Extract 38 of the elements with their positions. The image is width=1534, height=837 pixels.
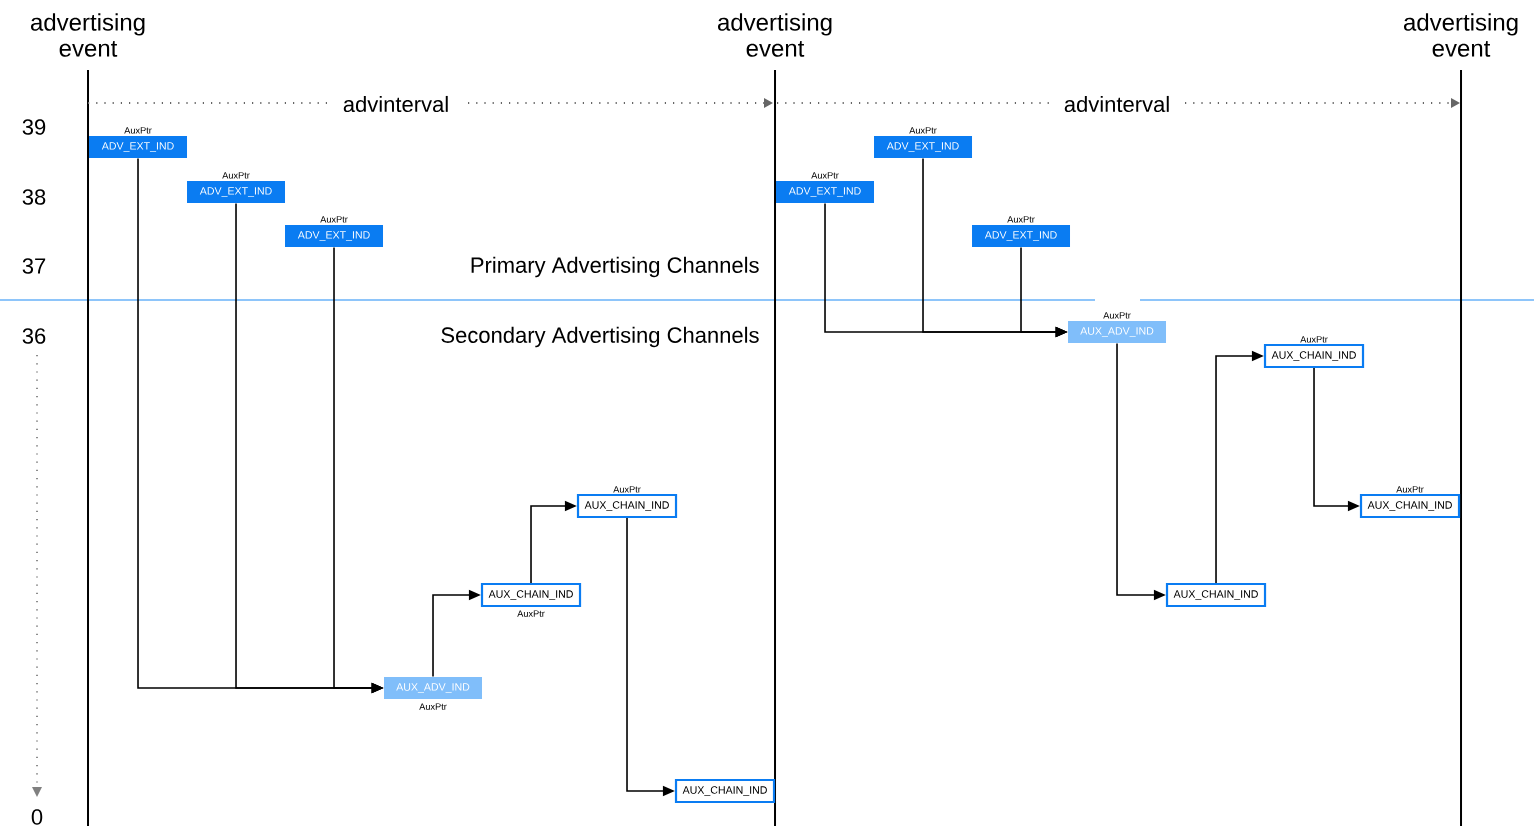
pointer-label: AuxPtr bbox=[1396, 486, 1424, 493]
channel-number: 38 bbox=[22, 189, 46, 205]
interval-label: advinterval bbox=[343, 95, 448, 113]
section-label: Secondary Advertising Channels bbox=[441, 326, 759, 348]
message-box: ADV_EXT_IND bbox=[776, 181, 874, 203]
pointer-label: AuxPtr bbox=[1007, 216, 1035, 223]
message-box: AUX_CHAIN_IND bbox=[1359, 493, 1461, 519]
pointer-label: AuxPtr bbox=[320, 216, 348, 223]
event-label: advertising event bbox=[718, 13, 832, 57]
pointer-label: AuxPtr bbox=[811, 172, 839, 179]
event-label: advertising event bbox=[31, 13, 145, 57]
message-box: ADV_EXT_IND bbox=[285, 225, 383, 247]
pointer-label: AuxPtr bbox=[1103, 312, 1131, 319]
message-box: ADV_EXT_IND bbox=[972, 225, 1070, 247]
section-label: Primary Advertising Channels bbox=[471, 256, 759, 278]
channel-number: 0 bbox=[31, 809, 43, 825]
message-box: AUX_CHAIN_IND bbox=[576, 493, 678, 519]
channel-number: 37 bbox=[22, 258, 46, 274]
pointer-label: AuxPtr bbox=[517, 610, 545, 617]
pointer-label: AuxPtr bbox=[419, 703, 447, 710]
message-box: AUX_CHAIN_IND bbox=[1165, 582, 1267, 608]
pointer-label: AuxPtr bbox=[222, 172, 250, 179]
pointer-label: AuxPtr bbox=[909, 127, 937, 134]
pointer-label: AuxPtr bbox=[124, 127, 152, 134]
message-box: ADV_EXT_IND bbox=[89, 136, 187, 158]
message-box: ADV_EXT_IND bbox=[874, 136, 972, 158]
message-box: AUX_CHAIN_IND bbox=[1263, 343, 1365, 369]
event-label: advertising event bbox=[1404, 13, 1518, 57]
message-box: AUX_CHAIN_IND bbox=[674, 778, 776, 804]
pointer-label: AuxPtr bbox=[613, 486, 641, 493]
message-box: ADV_EXT_IND bbox=[187, 181, 285, 203]
interval-label: advinterval bbox=[1064, 95, 1169, 113]
message-box: AUX_CHAIN_IND bbox=[480, 582, 582, 608]
pointer-label: AuxPtr bbox=[1300, 336, 1328, 343]
message-box: AUX_ADV_IND bbox=[384, 677, 482, 699]
channel-number: 39 bbox=[22, 119, 46, 135]
message-box: AUX_ADV_IND bbox=[1068, 321, 1166, 343]
channel-number: 36 bbox=[22, 328, 46, 344]
